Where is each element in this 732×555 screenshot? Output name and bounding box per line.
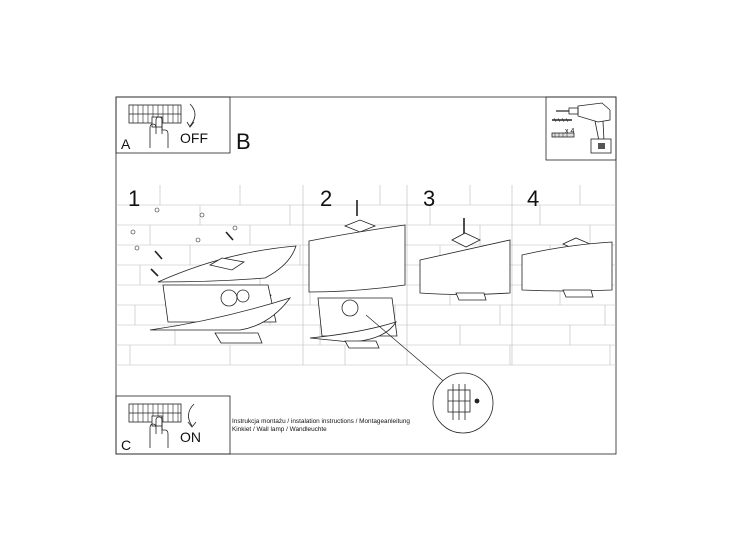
front-cap (562, 289, 594, 298)
glass-shade (419, 239, 511, 295)
screw-quantity: x 4 (565, 128, 575, 135)
panel-b-letter: B (236, 129, 251, 154)
panel-a-letter: A (121, 136, 131, 152)
panel-a-status: OFF (180, 130, 208, 146)
arrow-head-icon (186, 121, 195, 128)
mounting-plate (343, 219, 377, 233)
front-cap (214, 332, 263, 344)
lamp-base-plate (317, 297, 398, 337)
wall-plug-icon (551, 132, 575, 138)
terminal-block-icon (128, 104, 182, 128)
step-3-illustration (419, 218, 511, 301)
caption-block: Instrukcja montażu / instalation instruc… (232, 418, 410, 434)
callout-line (365, 314, 449, 386)
mounting-plate (208, 257, 246, 271)
caption-line-2: Kinkiet / Wall lamp / Wandleuchte (232, 426, 327, 433)
front-cap (344, 340, 380, 349)
front-cap (455, 292, 487, 301)
lower-glass-shade (149, 297, 292, 331)
bulb-socket (236, 289, 250, 303)
step-3-number: 3 (423, 186, 436, 211)
step-2-illustration (308, 200, 449, 386)
wiring-detail (432, 372, 494, 434)
mounting-plate (451, 232, 481, 248)
panel-c-switch-on (115, 395, 231, 455)
terminal-block-icon (128, 403, 182, 427)
arrow-head-icon (187, 421, 197, 428)
tools-box (545, 96, 617, 161)
screw-icon (552, 117, 572, 123)
drill-icon (556, 102, 612, 154)
hand-icon (149, 116, 169, 148)
panel-a-switch-off (115, 96, 231, 154)
panel-a-frame (115, 96, 231, 154)
glass-shade (308, 224, 406, 293)
bulb-socket (341, 299, 359, 317)
outer-frame (115, 96, 617, 455)
lower-glass-shade (309, 321, 397, 343)
caption-line-1: Instrukcja montażu / instalation instruc… (232, 418, 410, 425)
tools-frame (545, 96, 617, 161)
wall-holes (130, 207, 238, 251)
step-2-number: 2 (320, 186, 333, 211)
hand-icon (149, 416, 169, 448)
step-1-number: 1 (128, 186, 141, 211)
step-4-illustration (521, 237, 613, 298)
rotate-arrow-icon (189, 103, 196, 127)
panel-c-frame (115, 395, 231, 455)
panel-c-status: ON (180, 429, 201, 445)
glass-shade (521, 241, 613, 292)
step-1-illustration (130, 207, 297, 344)
step-4-number: 4 (527, 186, 540, 211)
rotate-arrow-icon (188, 403, 195, 427)
panel-c-letter: C (121, 437, 132, 453)
earth-symbol-icon (474, 398, 480, 404)
